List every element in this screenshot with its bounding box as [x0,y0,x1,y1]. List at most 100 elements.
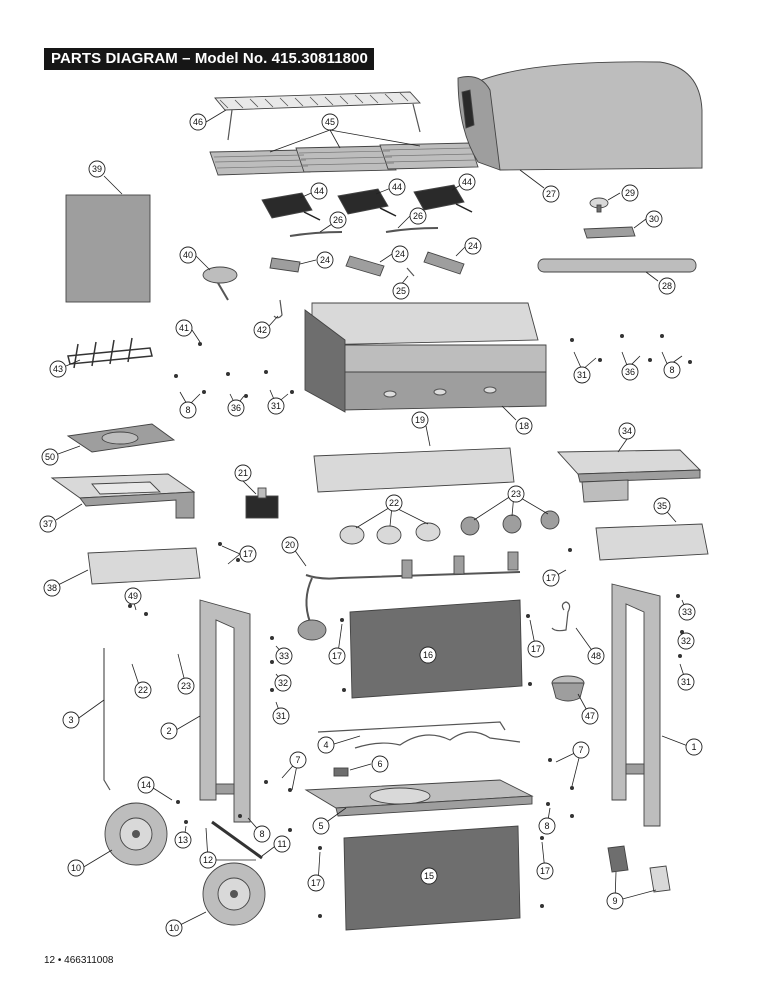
svg-text:38: 38 [47,583,57,593]
svg-text:17: 17 [546,573,556,583]
svg-text:45: 45 [325,117,335,127]
callout-26b: 26 [409,207,427,225]
page-footer: 12 • 466311008 [44,955,114,966]
callout-17b: 17 [542,569,560,587]
callout-8a: 8 [663,361,681,379]
callout-8b: 8 [179,401,197,419]
callout-14: 14 [137,776,155,794]
svg-text:13: 13 [178,835,188,845]
crossover-tubes [289,227,439,237]
callout-22a: 22 [385,494,403,512]
svg-text:26: 26 [333,215,343,225]
svg-text:48: 48 [591,651,601,661]
callout-19: 19 [411,411,429,429]
svg-text:8: 8 [259,829,264,839]
callout-31b: 31 [267,397,285,415]
svg-text:49: 49 [128,591,138,601]
svg-text:44: 44 [392,182,402,192]
svg-text:25: 25 [396,286,406,296]
svg-text:32: 32 [681,636,691,646]
svg-text:8: 8 [185,405,190,415]
grill-lid [457,61,703,171]
svg-text:20: 20 [285,540,295,550]
svg-text:8: 8 [669,365,674,375]
heat-plates [261,184,473,221]
leg-feet [607,845,671,893]
propane-valve [333,767,349,777]
svg-text:10: 10 [71,863,81,873]
tool-hook [551,601,571,632]
callout-41: 41 [175,319,193,337]
callout-27: 27 [542,185,560,203]
right-side-shelf [556,449,702,503]
callout-29: 29 [621,184,639,202]
callout-32a: 32 [677,632,695,650]
callout-8d: 8 [538,817,556,835]
callout-7b: 7 [572,741,590,759]
svg-text:16: 16 [423,650,433,660]
svg-text:10: 10 [169,923,179,933]
svg-text:23: 23 [511,489,521,499]
callout-3: 3 [62,711,80,729]
svg-text:47: 47 [585,711,595,721]
svg-text:31: 31 [681,677,691,687]
callout-8c: 8 [253,825,271,843]
ignitor [245,487,279,519]
callout-9: 9 [606,892,624,910]
page-title: PARTS DIAGRAM – Model No. 415.30811800 [44,48,374,70]
callout-36b: 36 [227,399,245,417]
callout-4: 4 [317,736,335,754]
callout-48: 48 [587,647,605,665]
callout-17f: 17 [536,862,554,880]
svg-text:21: 21 [238,468,248,478]
svg-text:6: 6 [377,759,382,769]
grease-cup [551,675,585,702]
svg-text:17: 17 [540,866,550,876]
callout-50: 50 [41,448,59,466]
callout-35: 35 [653,497,671,515]
svg-text:17: 17 [311,878,321,888]
svg-text:17: 17 [332,651,342,661]
callout-49: 49 [124,587,142,605]
bottom-shelf [304,779,534,817]
callout-13: 13 [174,831,192,849]
svg-text:12: 12 [203,855,213,865]
control-bezels [339,522,441,545]
svg-text:24: 24 [468,241,478,251]
left-shelf-panel [87,547,201,585]
logo-plate [583,226,636,239]
svg-text:31: 31 [271,401,281,411]
callout-46: 46 [189,113,207,131]
svg-text:23: 23 [181,681,191,691]
callout-17e: 17 [307,874,325,892]
callout-30: 30 [645,210,663,228]
callout-18: 18 [515,417,533,435]
callout-33b: 33 [275,647,293,665]
svg-text:44: 44 [314,186,324,196]
callout-31d: 31 [677,673,695,691]
rear-panel [349,599,523,699]
side-burner-bowl [66,423,176,453]
svg-text:1: 1 [691,742,696,752]
svg-text:24: 24 [395,249,405,259]
svg-text:33: 33 [279,651,289,661]
svg-text:11: 11 [277,839,286,849]
warming-rack [214,91,421,141]
control-knobs [460,510,560,536]
svg-text:22: 22 [138,685,148,695]
axle [211,820,263,860]
callout-43: 43 [49,360,67,378]
callout-10a: 10 [67,859,85,877]
callout-23b: 23 [177,677,195,695]
svg-text:36: 36 [625,367,635,377]
svg-text:42: 42 [257,325,267,335]
callout-25: 25 [392,282,410,300]
callout-32b: 32 [274,674,292,692]
callout-47: 47 [581,707,599,725]
side-burner [202,266,238,301]
svg-text:7: 7 [295,755,300,765]
callout-6: 6 [371,755,389,773]
svg-text:28: 28 [662,281,672,291]
callout-44c: 44 [458,173,476,191]
svg-text:5: 5 [318,821,323,831]
